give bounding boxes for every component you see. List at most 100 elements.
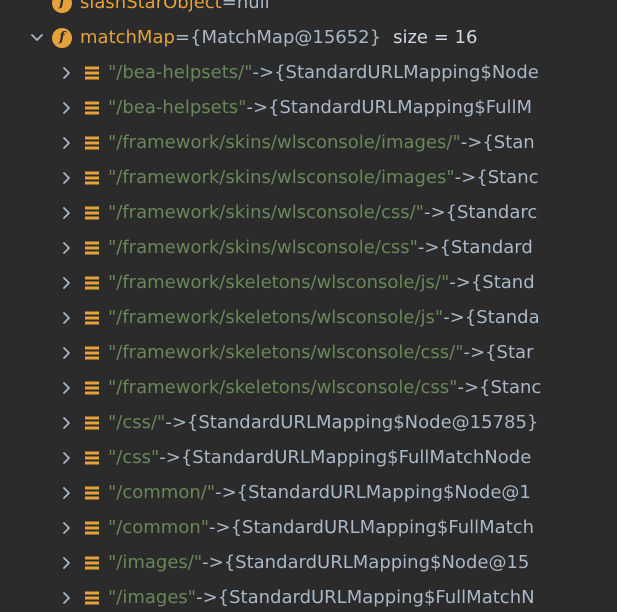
map-entry-value: {StandardURLMapping$Node@1 bbox=[236, 482, 531, 503]
map-entry-arrow: -> bbox=[457, 377, 480, 398]
map-entry-icon bbox=[84, 205, 100, 221]
map-entry-key: "/framework/skins/wlsconsole/css" bbox=[108, 237, 418, 258]
map-entry-icon bbox=[84, 590, 100, 606]
chevron-right-icon[interactable] bbox=[60, 378, 74, 398]
field-icon: f bbox=[52, 27, 72, 48]
map-entry-row[interactable]: "/css/" -> {StandardURLMapping$Node@1578… bbox=[0, 405, 617, 440]
map-entry-row[interactable]: "/css" -> {StandardURLMapping$FullMatchN… bbox=[0, 440, 617, 475]
variable-row-matchMap[interactable]: f matchMap = {MatchMap@15652} size = 16 bbox=[0, 20, 617, 55]
chevron-right-icon[interactable] bbox=[60, 238, 74, 258]
map-entry-key: "/bea-helpsets/" bbox=[108, 62, 253, 83]
chevron-right-icon[interactable] bbox=[60, 168, 74, 188]
map-entry-row[interactable]: "/bea-helpsets" -> {StandardURLMapping$F… bbox=[0, 90, 617, 125]
chevron-right-icon[interactable] bbox=[60, 588, 74, 608]
map-entry-key: "/common" bbox=[108, 517, 210, 538]
map-entry-arrow: -> bbox=[417, 237, 440, 258]
map-entry-icon bbox=[84, 100, 100, 116]
map-entry-row[interactable]: "/framework/skeletons/wlsconsole/css" ->… bbox=[0, 370, 617, 405]
map-entry-value: {StandardURLMapping$Node@15 bbox=[223, 552, 530, 573]
map-entry-arrow: -> bbox=[463, 342, 486, 363]
map-entry-arrow: -> bbox=[215, 482, 237, 503]
map-entry-value: {StandardURLMapping$Node@15785} bbox=[186, 412, 539, 433]
map-entry-value: {Star bbox=[485, 342, 534, 363]
map-entry-value: {StandardURLMapping$FullM bbox=[268, 97, 533, 118]
map-entry-row[interactable]: "/framework/skins/wlsconsole/images/" ->… bbox=[0, 125, 617, 160]
map-entry-icon bbox=[84, 345, 100, 361]
map-entry-arrow: -> bbox=[196, 587, 218, 608]
map-entry-arrow: -> bbox=[246, 97, 269, 118]
variable-name: matchMap bbox=[80, 27, 175, 48]
chevron-right-icon[interactable] bbox=[60, 448, 74, 468]
map-entry-row[interactable]: "/framework/skeletons/wlsconsole/js" -> … bbox=[0, 300, 617, 335]
map-entry-row[interactable]: "/framework/skeletons/wlsconsole/css/" -… bbox=[0, 335, 617, 370]
map-entry-row[interactable]: "/common/" -> {StandardURLMapping$Node@1 bbox=[0, 475, 617, 510]
chevron-right-icon[interactable] bbox=[60, 98, 74, 118]
chevron-right-icon[interactable] bbox=[60, 483, 74, 503]
map-entry-row[interactable]: "/images/" -> {StandardURLMapping$Node@1… bbox=[0, 545, 617, 580]
map-entry-key: "/bea-helpsets" bbox=[108, 97, 247, 118]
map-entry-value: {Stan bbox=[482, 132, 535, 153]
chevron-right-icon[interactable] bbox=[60, 553, 74, 573]
map-entry-value: {StandardURLMapping$Node bbox=[274, 62, 539, 83]
field-icon: f bbox=[52, 0, 72, 13]
map-entry-value: {Standard bbox=[439, 237, 533, 258]
map-entries-list: "/bea-helpsets/" -> {StandardURLMapping$… bbox=[0, 55, 617, 612]
variable-name: slashStarObject bbox=[80, 0, 222, 13]
variable-value: null bbox=[236, 0, 270, 13]
equals-sign: = bbox=[221, 0, 237, 13]
map-entry-arrow: -> bbox=[202, 552, 224, 573]
map-entry-icon bbox=[84, 65, 100, 81]
map-entry-arrow: -> bbox=[454, 167, 477, 188]
map-entry-arrow: -> bbox=[449, 272, 471, 293]
map-entry-arrow: -> bbox=[159, 447, 181, 468]
chevron-right-icon[interactable] bbox=[60, 273, 74, 293]
map-entry-value: {StandardURLMapping$FullMatchN bbox=[217, 587, 535, 608]
chevron-right-icon[interactable] bbox=[60, 63, 74, 83]
map-entry-value: {Standarc bbox=[445, 202, 538, 223]
map-entry-key: "/common/" bbox=[108, 482, 216, 503]
map-entry-value: {Stanc bbox=[479, 377, 542, 398]
variable-row-slashStarObject[interactable]: f slashStarObject = null bbox=[0, 0, 617, 20]
chevron-right-icon[interactable] bbox=[60, 343, 74, 363]
chevron-right-icon[interactable] bbox=[60, 413, 74, 433]
map-entry-arrow: -> bbox=[443, 307, 465, 328]
map-entry-icon bbox=[84, 380, 100, 396]
chevron-right-icon[interactable] bbox=[60, 308, 74, 328]
map-entry-value: {StandardURLMapping$FullMatchNode bbox=[180, 447, 532, 468]
object-reference: {MatchMap@15652} bbox=[190, 27, 382, 48]
map-entry-row[interactable]: "/framework/skins/wlsconsole/css" -> {St… bbox=[0, 230, 617, 265]
map-entry-icon bbox=[84, 240, 100, 256]
map-entry-row[interactable]: "/bea-helpsets/" -> {StandardURLMapping$… bbox=[0, 55, 617, 90]
map-entry-icon bbox=[84, 520, 100, 536]
map-entry-key: "/framework/skeletons/wlsconsole/css/" bbox=[108, 342, 464, 363]
map-entry-key: "/images" bbox=[108, 587, 197, 608]
map-entry-value: {StandardURLMapping$FullMatch bbox=[230, 517, 535, 538]
map-entry-key: "/framework/skins/wlsconsole/images/" bbox=[108, 132, 461, 153]
map-entry-icon bbox=[84, 450, 100, 466]
chevron-right-icon[interactable] bbox=[60, 133, 74, 153]
map-entry-icon bbox=[84, 415, 100, 431]
map-entry-arrow: -> bbox=[209, 517, 231, 538]
map-entry-key: "/framework/skins/wlsconsole/css/" bbox=[108, 202, 424, 223]
map-entry-key: "/framework/skeletons/wlsconsole/js/" bbox=[108, 272, 450, 293]
map-entry-icon bbox=[84, 135, 100, 151]
map-entry-icon bbox=[84, 170, 100, 186]
equals-sign: = bbox=[174, 27, 191, 48]
map-entry-row[interactable]: "/common" -> {StandardURLMapping$FullMat… bbox=[0, 510, 617, 545]
map-entry-key: "/css/" bbox=[108, 412, 166, 433]
map-entry-row[interactable]: "/framework/skeletons/wlsconsole/js/" ->… bbox=[0, 265, 617, 300]
map-entry-arrow: -> bbox=[423, 202, 446, 223]
chevron-right-icon[interactable] bbox=[60, 518, 74, 538]
chevron-right-icon[interactable] bbox=[60, 203, 74, 223]
chevron-down-icon[interactable] bbox=[30, 28, 44, 48]
map-entry-key: "/css" bbox=[108, 447, 160, 468]
map-entry-row[interactable]: "/images" -> {StandardURLMapping$FullMat… bbox=[0, 580, 617, 612]
map-entry-row[interactable]: "/framework/skins/wlsconsole/css/" -> {S… bbox=[0, 195, 617, 230]
map-entry-row[interactable]: "/framework/skins/wlsconsole/images" -> … bbox=[0, 160, 617, 195]
map-entry-arrow: -> bbox=[252, 62, 275, 83]
map-entry-icon bbox=[84, 310, 100, 326]
map-entry-icon bbox=[84, 555, 100, 571]
map-entry-value: {Stanc bbox=[476, 167, 539, 188]
map-entry-arrow: -> bbox=[165, 412, 187, 433]
